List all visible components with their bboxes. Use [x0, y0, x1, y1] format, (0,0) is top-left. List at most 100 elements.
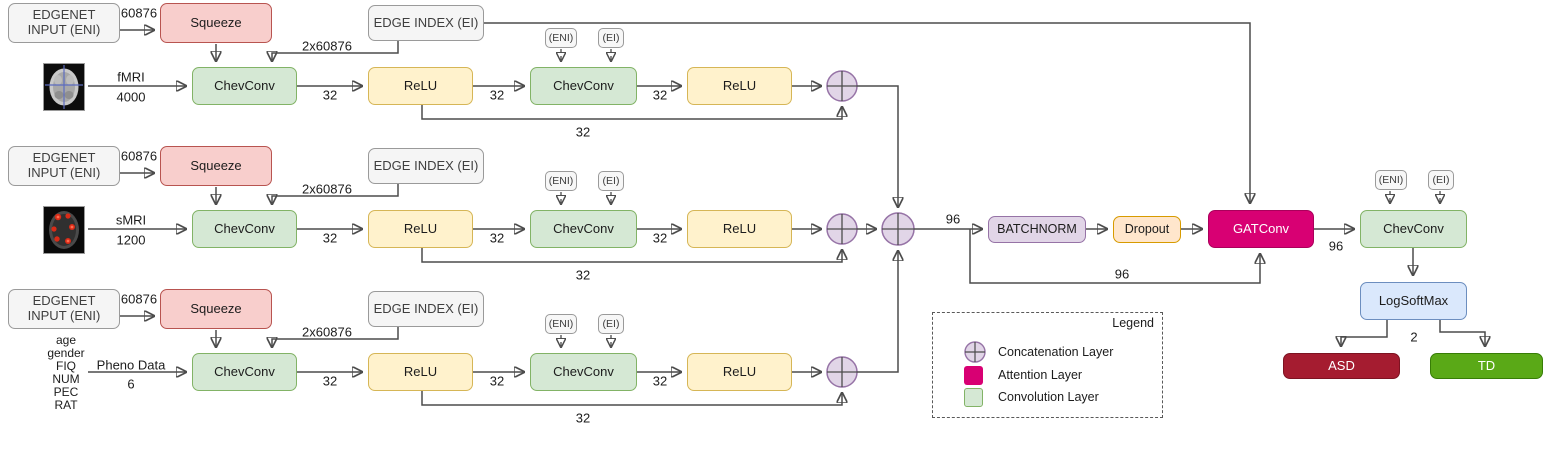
ei-chip-label: (EI) — [602, 318, 620, 330]
ei-chip-label: (EI) — [602, 175, 620, 187]
squeeze-box: Squeeze — [160, 3, 272, 43]
edgenet-dim-label: 60876 — [120, 5, 158, 21]
input-modality-label: Pheno Data — [96, 357, 166, 373]
edgenet-input-box: EDGENET INPUT (ENI) — [8, 3, 120, 43]
dim-label: 32 — [652, 373, 668, 389]
chevconv1-label: ChevConv — [214, 220, 275, 236]
gatconv-label: GATConv — [1232, 220, 1290, 236]
squeeze-label: Squeeze — [190, 14, 242, 30]
pheno-feature: RAT — [54, 398, 78, 412]
dim-label: 32 — [489, 373, 505, 389]
ei-chip-label: (EI) — [602, 32, 620, 44]
head-ei-chip: (EI) — [1428, 170, 1454, 190]
main-concatenation-cross — [882, 213, 914, 245]
squeeze-box: Squeeze — [160, 146, 272, 186]
td-class-box: TD — [1430, 353, 1543, 379]
residual-dim-label: 96 — [1114, 266, 1130, 282]
skip-dim-label: 32 — [575, 410, 591, 426]
concatenation-layer-icon — [964, 341, 986, 363]
convolution-layer-icon — [964, 388, 983, 407]
chevconv2-label: ChevConv — [553, 77, 614, 93]
concat-dim-label: 96 — [945, 211, 961, 227]
fmri-brain-graphic — [44, 64, 84, 110]
logsoftmax-to-asd-arrow — [1341, 320, 1388, 346]
chevconv1-label: ChevConv — [214, 77, 275, 93]
ei-chip: (EI) — [598, 314, 624, 334]
chevconv2-label: ChevConv — [553, 363, 614, 379]
eni-chip: (ENI) — [545, 28, 577, 48]
legend-title: Legend — [1112, 316, 1154, 330]
chevconv2-box: ChevConv — [530, 210, 637, 248]
edgenet-input-box: EDGENET INPUT (ENI) — [8, 146, 120, 186]
dim-label: 32 — [652, 230, 668, 246]
edgenet-input-label: EDGENET INPUT (ENI) — [27, 293, 101, 323]
chevconv2-box: ChevConv — [530, 67, 637, 105]
fmri-brain-image — [43, 63, 85, 111]
edgenet-dim-label: 60876 — [120, 291, 158, 307]
input-modality-label: fMRI — [117, 69, 145, 85]
pheno-feature: FIQ — [56, 359, 76, 373]
head-eni-chip: (ENI) — [1375, 170, 1407, 190]
input-dim-label: 4000 — [116, 89, 146, 105]
squeeze-box: Squeeze — [160, 289, 272, 329]
head-eni-chip-label: (ENI) — [1378, 174, 1404, 186]
edgenet-input-box: EDGENET INPUT (ENI) — [8, 289, 120, 329]
squeeze-label: Squeeze — [190, 300, 242, 316]
chevconv1-label: ChevConv — [214, 363, 275, 379]
eni-chip-label: (ENI) — [548, 32, 574, 44]
legend-item-attention: Attention Layer — [998, 368, 1083, 382]
branch-smri: EDGENET INPUT (ENI) 60876 Squeeze EDGE I… — [0, 143, 1547, 293]
relu1-label: ReLU — [403, 77, 438, 93]
smri-brain-graphic — [44, 207, 84, 253]
logsoftmax-box: LogSoftMax — [1360, 282, 1467, 320]
edge-index-dim-label: 2x60876 — [302, 324, 352, 340]
head-chevconv-label: ChevConv — [1383, 220, 1444, 236]
pheno-feature: PEC — [53, 385, 79, 399]
pheno-feature: age — [55, 333, 77, 347]
edgeindex-to-gatconv-arrow — [484, 22, 1250, 203]
branch1-to-main-concat-arrow — [857, 85, 898, 207]
chevconv2-label: ChevConv — [553, 220, 614, 236]
chevconv2-box: ChevConv — [530, 353, 637, 391]
logsoftmax-label: LogSoftMax — [1378, 292, 1449, 308]
input-dim-label: 6 — [127, 376, 135, 392]
smri-brain-image — [43, 206, 85, 254]
dropout-label: Dropout — [1124, 222, 1170, 237]
edge-index-dim-label: 2x60876 — [302, 181, 352, 197]
branch3-to-main-concat-arrow — [857, 251, 898, 373]
eni-chip-label: (ENI) — [548, 318, 574, 330]
relu2-label: ReLU — [722, 77, 757, 93]
input-dim-label: 1200 — [116, 232, 146, 248]
asd-class-box: ASD — [1283, 353, 1400, 379]
legend-item-concatenation: Concatenation Layer — [998, 345, 1114, 359]
edgenet-input-label: EDGENET INPUT (ENI) — [27, 150, 101, 180]
dim-label: 32 — [489, 230, 505, 246]
pheno-feature-list: age gender FIQ NUM PEC RAT — [38, 334, 94, 412]
output-dim-label: 2 — [1410, 329, 1418, 345]
chevconv1-box: ChevConv — [192, 353, 297, 391]
ei-chip: (EI) — [598, 28, 624, 48]
legend-item-convolution: Convolution Layer — [998, 390, 1099, 404]
relu1-box: ReLU — [368, 67, 473, 105]
logsoftmax-to-td-arrow — [1439, 320, 1485, 346]
edgenet-dim-label: 60876 — [120, 148, 158, 164]
skip-dim-label: 32 — [575, 267, 591, 283]
dim-label: 32 — [322, 373, 338, 389]
dropout-box: Dropout — [1113, 216, 1181, 243]
eni-chip: (ENI) — [545, 171, 577, 191]
pheno-feature: NUM — [52, 372, 80, 386]
eni-chip-label: (ENI) — [548, 175, 574, 187]
input-modality-label: sMRI — [115, 212, 147, 228]
relu2-box: ReLU — [687, 67, 792, 105]
relu2-box: ReLU — [687, 353, 792, 391]
chevconv1-box: ChevConv — [192, 67, 297, 105]
eni-chip: (ENI) — [545, 314, 577, 334]
edge-index-box: EDGE INDEX (EI) — [368, 291, 484, 327]
gat-out-dim-label: 96 — [1328, 238, 1344, 254]
edge-index-label: EDGE INDEX (EI) — [373, 157, 479, 173]
edge-index-dim-label: 2x60876 — [302, 38, 352, 54]
ei-chip: (EI) — [598, 171, 624, 191]
dim-label: 32 — [322, 87, 338, 103]
